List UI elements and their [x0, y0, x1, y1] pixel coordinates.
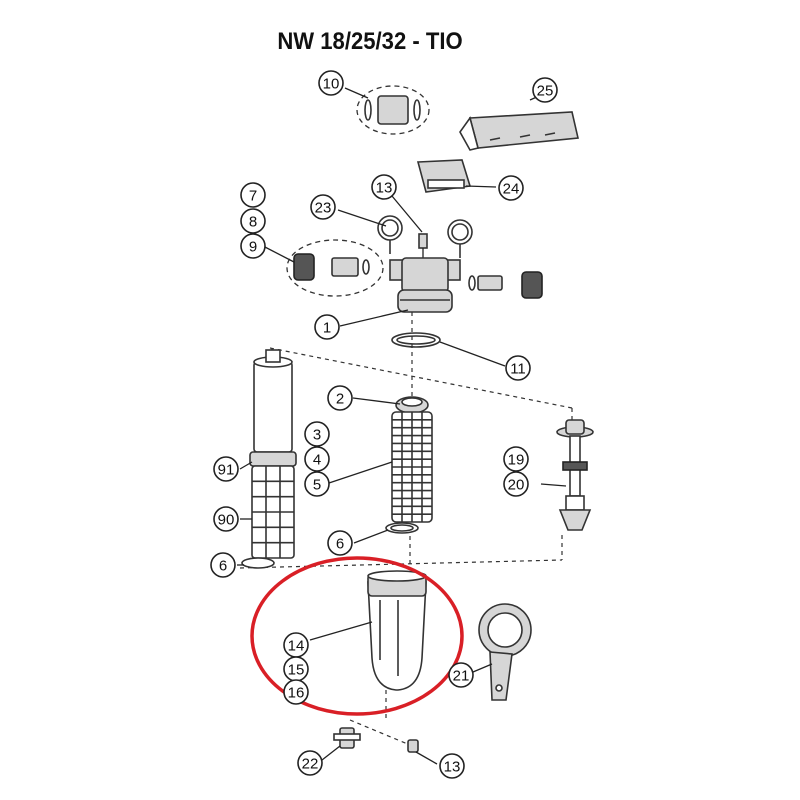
callout-circle — [503, 471, 529, 497]
callout-c22: 22 — [297, 750, 323, 776]
parts-14-15-16-filter-bowl — [367, 570, 427, 691]
callout-number: 25 — [537, 83, 554, 100]
callout-c19: 19 — [503, 446, 529, 472]
callout-number: 23 — [315, 200, 332, 217]
part-21-spanner — [478, 603, 532, 701]
part-6-gasket-middle — [385, 522, 419, 534]
callout-c13a: 13 — [371, 174, 397, 200]
callout-number: 1 — [323, 320, 331, 337]
callout-circle — [327, 385, 353, 411]
callout-c9: 9 — [240, 233, 266, 259]
callout-c6b: 6 — [210, 552, 236, 578]
callout-number: 7 — [249, 188, 257, 205]
callout-circle — [439, 753, 465, 779]
part-23-pressure-gauges — [377, 215, 473, 258]
callout-number: 90 — [218, 512, 235, 529]
callout-number: 5 — [313, 477, 321, 494]
callout-number: 13 — [444, 759, 461, 776]
callout-number: 19 — [508, 452, 525, 469]
part-6-gasket-left — [241, 557, 275, 569]
callout-c14: 14 — [283, 632, 309, 658]
part-22-drain-valve — [333, 727, 361, 749]
highlight-ellipse — [250, 556, 464, 716]
callout-number: 24 — [503, 181, 520, 198]
callout-c1: 1 — [314, 314, 340, 340]
part-11-o-ring — [391, 332, 441, 348]
callout-circle — [532, 77, 558, 103]
callout-c15: 15 — [283, 656, 309, 682]
callout-c11: 11 — [505, 355, 531, 381]
callout-number: 21 — [453, 668, 470, 685]
part-24-bracket — [416, 159, 472, 193]
callout-c8: 8 — [240, 208, 266, 234]
callout-circle — [304, 446, 330, 472]
callout-c16: 16 — [283, 679, 309, 705]
callout-circle — [213, 456, 239, 482]
callout-number: 20 — [508, 477, 525, 494]
part-13-screw-top — [418, 233, 428, 258]
callout-c2: 2 — [327, 385, 353, 411]
callout-c23: 23 — [310, 194, 336, 220]
callout-circle — [310, 194, 336, 220]
parts-3-4-5-filter-element — [391, 411, 433, 523]
callout-c13b: 13 — [439, 753, 465, 779]
callout-c10: 10 — [318, 70, 344, 96]
callout-c90: 90 — [213, 506, 239, 532]
callout-number: 15 — [288, 662, 305, 679]
callout-number: 3 — [313, 427, 321, 444]
callout-c24: 24 — [498, 175, 524, 201]
parts-19-20-valve-rod — [556, 419, 594, 531]
callout-c4: 4 — [304, 446, 330, 472]
callout-c20: 20 — [503, 471, 529, 497]
callout-circle — [304, 471, 330, 497]
callout-circle — [448, 662, 474, 688]
callout-number: 9 — [249, 239, 257, 256]
callout-c5: 5 — [304, 471, 330, 497]
parts-90-91-cylinder — [249, 349, 297, 559]
part-13-screw-bottom — [407, 739, 419, 753]
callout-number: 91 — [218, 462, 235, 479]
callout-number: 2 — [336, 391, 344, 408]
callout-number: 6 — [219, 558, 227, 575]
callout-c6a: 6 — [327, 530, 353, 556]
callout-circle — [318, 70, 344, 96]
callout-c25: 25 — [532, 77, 558, 103]
callout-circle — [371, 174, 397, 200]
callout-number: 22 — [302, 756, 319, 773]
callout-circle — [240, 182, 266, 208]
callout-circle — [240, 208, 266, 234]
callout-circle — [505, 355, 531, 381]
callout-c7: 7 — [240, 182, 266, 208]
callout-circle — [297, 750, 323, 776]
callout-number: 6 — [336, 536, 344, 553]
callout-number: 8 — [249, 214, 257, 231]
callout-number: 13 — [376, 180, 393, 197]
callout-c91: 91 — [213, 456, 239, 482]
callout-c3: 3 — [304, 421, 330, 447]
callout-number: 11 — [510, 361, 526, 378]
part-2-element-cap — [395, 396, 429, 414]
diagram-title: NW 18/25/32 - TIO — [277, 28, 463, 55]
callout-number: 10 — [323, 76, 340, 93]
callout-number: 16 — [288, 685, 305, 702]
callout-number: 14 — [288, 638, 305, 655]
callout-circle — [498, 175, 524, 201]
part-1-filter-head — [389, 257, 543, 313]
parts-7-8-9-connector-group — [286, 239, 384, 297]
callout-circle — [503, 446, 529, 472]
callout-circle — [213, 506, 239, 532]
callout-circle — [327, 530, 353, 556]
callout-circle — [314, 314, 340, 340]
callout-c21: 21 — [448, 662, 474, 688]
callout-circle — [240, 233, 266, 259]
callout-circle — [283, 679, 309, 705]
part-10-fitting — [356, 85, 430, 135]
leader-lines — [237, 87, 567, 765]
part-25-wall-bracket — [459, 111, 579, 151]
callout-circle — [210, 552, 236, 578]
callout-number: 4 — [313, 452, 321, 469]
callout-circle — [304, 421, 330, 447]
